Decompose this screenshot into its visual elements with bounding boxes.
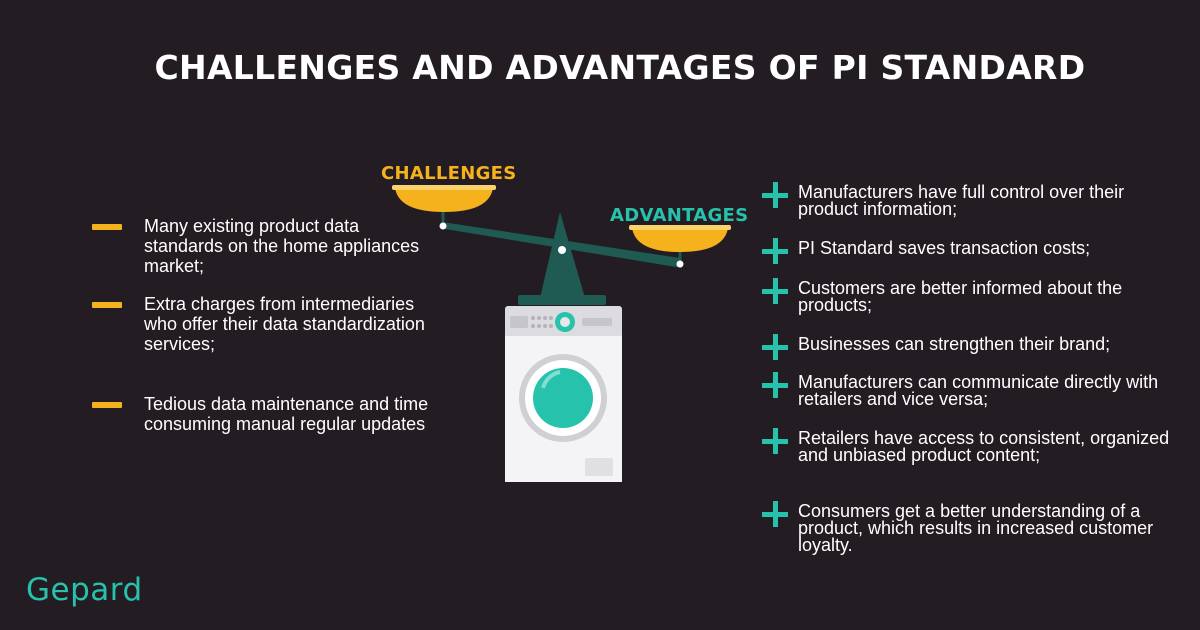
advantage-text: Retailers have access to consistent, org… (798, 428, 1170, 465)
door-glare (541, 370, 561, 389)
door-glass (533, 368, 593, 428)
right-pan (632, 228, 728, 252)
left-pan-joint (439, 222, 447, 230)
minus-icon (92, 224, 122, 230)
challenge-text: Many existing product data standards on … (144, 216, 420, 276)
plus-icon (760, 370, 790, 400)
advantage-text: Manufacturers have full control over the… (798, 182, 1125, 219)
left-pan-rim (392, 185, 496, 190)
plus-icon (760, 499, 790, 529)
advantage-text: Customers are better informed about the … (798, 278, 1123, 315)
advantages-label: ADVANTAGES (610, 205, 749, 226)
minus-icon (92, 402, 122, 408)
display-strip (582, 318, 612, 326)
panel-buttons (531, 316, 553, 328)
left-pan (395, 188, 493, 212)
minus-icon (92, 302, 122, 308)
plus-icon (760, 332, 790, 362)
control-dial-center (560, 317, 570, 327)
scale-stand (540, 212, 585, 298)
page-title: CHALLENGES AND ADVANTAGES OF PI STANDARD (154, 48, 1086, 87)
plus-icon (760, 236, 790, 266)
right-pan-rim (629, 225, 731, 230)
plus-icon (760, 426, 790, 456)
right-pan-joint (676, 260, 684, 268)
advantage-text: PI Standard saves transaction costs; (798, 238, 1091, 258)
scale-stand-base (518, 295, 606, 305)
gepard-logo: Gepard (26, 572, 143, 608)
service-hatch (585, 458, 613, 476)
plus-icon (760, 276, 790, 306)
plus-icon (760, 180, 790, 210)
detergent-drawer (510, 316, 528, 328)
advantage-text: Manufacturers can communicate directly w… (798, 372, 1159, 409)
advantage-text: Consumers get a better understanding of … (798, 501, 1154, 555)
challenge-text: Tedious data maintenance and time consum… (144, 394, 429, 434)
advantage-text: Businesses can strengthen their brand; (798, 334, 1111, 354)
challenges-label: CHALLENGES (381, 163, 517, 184)
scale-pivot (558, 246, 566, 254)
challenge-text: Extra charges from intermediaries who of… (144, 294, 425, 354)
